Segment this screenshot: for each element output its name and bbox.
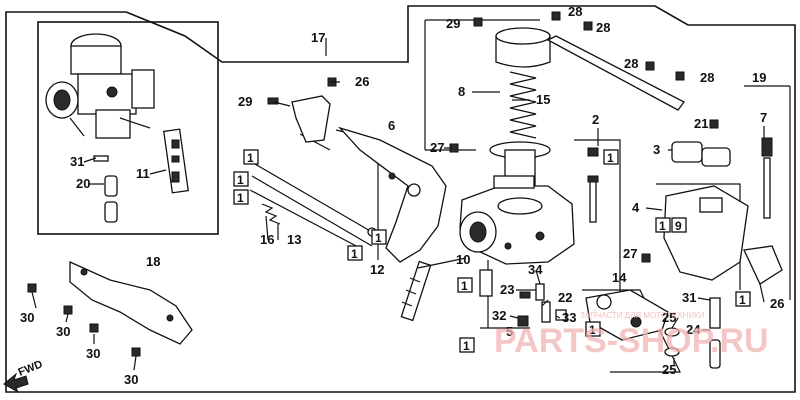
label-27b: 27 <box>623 246 637 261</box>
label-20: 20 <box>76 176 90 191</box>
boxed-ref-1i: 1 <box>459 337 475 353</box>
part-21-screw <box>709 119 719 129</box>
boxed-ref-9: 9 <box>671 217 687 233</box>
part-29-screw <box>267 97 279 105</box>
boxed-ref-1a: 1 <box>243 149 259 165</box>
label-26a: 26 <box>355 74 369 89</box>
part-24-pin <box>709 297 721 369</box>
label-21: 21 <box>694 116 708 131</box>
svg-text:1: 1 <box>589 323 596 337</box>
label-28a: 28 <box>568 4 582 19</box>
bracket-19 <box>744 85 791 300</box>
label-30b: 30 <box>56 324 70 339</box>
label-25b: 25 <box>662 362 676 377</box>
svg-text:1: 1 <box>739 293 746 307</box>
label-28c: 28 <box>624 56 638 71</box>
svg-text:1: 1 <box>375 231 382 245</box>
label-12: 12 <box>370 262 384 277</box>
outer-frame <box>5 5 796 393</box>
vacuum-chamber-8 <box>495 27 551 68</box>
assembly-18-frame <box>37 21 219 235</box>
label-2: 2 <box>592 112 599 127</box>
label-23: 23 <box>500 282 514 297</box>
label-5: 5 <box>506 324 513 339</box>
label-31a: 31 <box>70 154 84 169</box>
label-24: 24 <box>686 322 701 337</box>
label-30c: 30 <box>86 346 100 361</box>
label-25a: 25 <box>662 310 676 325</box>
part-10-adjuster <box>400 260 432 322</box>
part-20-tube <box>104 175 118 223</box>
spring-15 <box>509 71 537 139</box>
mounting-plate <box>69 260 193 345</box>
label-29a: 29 <box>446 16 460 31</box>
label-6: 6 <box>388 118 395 133</box>
label-28b: 28 <box>596 20 610 35</box>
label-30a: 30 <box>20 310 34 325</box>
part-3-cap <box>671 141 731 167</box>
label-17: 17 <box>311 30 325 45</box>
fwd-label: FWD <box>17 358 45 379</box>
boxed-ref-1f: 1 <box>603 149 619 165</box>
label-22: 22 <box>558 290 572 305</box>
label-18: 18 <box>146 254 160 269</box>
jet-parts-22 <box>517 283 567 327</box>
svg-text:1: 1 <box>607 151 614 165</box>
svg-text:1: 1 <box>351 247 358 261</box>
label-26b: 26 <box>770 296 784 311</box>
svg-text:9: 9 <box>675 219 682 233</box>
label-10: 10 <box>456 252 470 267</box>
boxed-ref-1j: 1 <box>585 321 601 337</box>
boxed-ref-1g: 1 <box>655 217 671 233</box>
svg-text:1: 1 <box>659 219 666 233</box>
boxed-ref-1h: 1 <box>457 277 473 293</box>
svg-text:1: 1 <box>463 339 470 353</box>
gasket-strip-17 <box>546 35 685 111</box>
watermark-main: PARTS-SHOP.RU <box>494 322 769 360</box>
label-7: 7 <box>760 110 767 125</box>
watermark-small: ЗАПЧАСТИ ДЛЯ МОТОТЕХНИКИ <box>580 311 705 320</box>
label-11: 11 <box>136 166 150 181</box>
part-5-float <box>479 260 530 329</box>
needle-jet-2 <box>587 147 599 223</box>
label-28d: 28 <box>700 70 714 85</box>
boxed-ref-1d: 1 <box>371 229 387 245</box>
boxed-ref-1k: 1 <box>735 291 751 307</box>
carburetor-assembly-18 <box>45 33 155 139</box>
bracket-part <box>291 95 331 143</box>
part-11-jet-set <box>163 128 189 194</box>
label-31b: 31 <box>682 290 696 305</box>
label-19: 19 <box>752 70 766 85</box>
bracket-2 <box>574 139 621 280</box>
float-bowl-4 <box>663 185 783 285</box>
label-3: 3 <box>653 142 660 157</box>
label-33: 33 <box>562 310 576 325</box>
label-30d: 30 <box>124 372 138 387</box>
svg-text:1: 1 <box>237 173 244 187</box>
boxed-ref-1b: 1 <box>233 171 249 187</box>
svg-text:1: 1 <box>247 151 254 165</box>
label-13: 13 <box>287 232 301 247</box>
label-34: 34 <box>528 262 543 277</box>
label-32: 32 <box>492 308 506 323</box>
label-16: 16 <box>260 232 274 247</box>
carburetor-body <box>459 175 575 265</box>
label-15: 15 <box>536 92 550 107</box>
boxed-ref-1c: 1 <box>233 189 249 205</box>
spring-16 <box>261 203 281 225</box>
label-4: 4 <box>632 200 640 215</box>
label-27a: 27 <box>430 140 444 155</box>
label-29b: 29 <box>238 94 252 109</box>
label-8: 8 <box>458 84 465 99</box>
part-7-valve <box>761 137 773 219</box>
svg-text:1: 1 <box>237 191 244 205</box>
boxed-ref-1e: 1 <box>347 245 363 261</box>
fwd-arrow-icon: FWD <box>3 358 45 394</box>
svg-text:1: 1 <box>461 279 468 293</box>
screws-28 <box>473 11 685 81</box>
